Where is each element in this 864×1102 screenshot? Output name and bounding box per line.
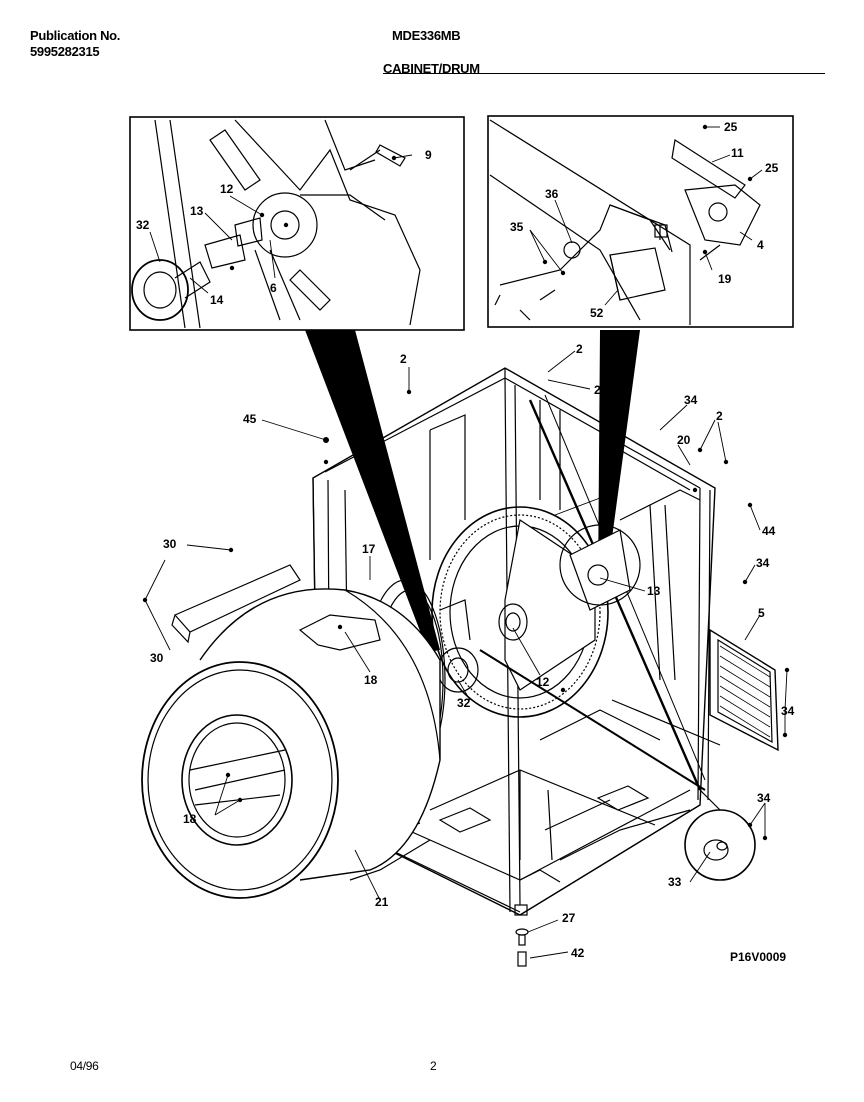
- header-rule: [383, 73, 825, 74]
- callout-2a: 2: [400, 352, 407, 366]
- callout-11: 11: [731, 146, 744, 160]
- leveling-leg: [515, 928, 529, 967]
- callout-25: 25: [724, 120, 738, 134]
- callout-2b: 2: [576, 342, 583, 356]
- callout-14: 14: [210, 293, 224, 307]
- callout-21: 21: [375, 895, 389, 909]
- callout-13b: 13: [647, 584, 661, 598]
- callout-34c: 34: [781, 704, 795, 718]
- callout-34b: 34: [756, 556, 770, 570]
- callout-27: 27: [562, 911, 576, 925]
- callout-2c: 2: [716, 409, 723, 423]
- callout-32: 32: [136, 218, 150, 232]
- callout-6: 9: [425, 148, 432, 162]
- publication-label: Publication No.: [30, 28, 121, 43]
- callout-12: 12: [220, 182, 234, 196]
- idler-bracket: [559, 489, 701, 611]
- inset-drum-bearing: [129, 116, 465, 331]
- callout-52: 52: [590, 306, 604, 320]
- callout-18b: 18: [183, 812, 197, 826]
- part-callouts: 9 12 13 32 14 6 25 11 25 4 19 36 35 52 2…: [136, 120, 795, 964]
- magnifier-circle: [684, 789, 756, 881]
- publication-number: 5995282315: [30, 44, 100, 59]
- callout-18a: 18: [364, 673, 378, 687]
- callout-34d: 34: [757, 791, 771, 805]
- callout-45: 45: [243, 412, 257, 426]
- figure-code: P16V0009: [730, 950, 786, 964]
- inset-rear-bracket: [487, 115, 794, 328]
- callout-33: 33: [668, 875, 682, 889]
- callout-4: 4: [757, 238, 764, 252]
- page-number: 2: [430, 1059, 437, 1073]
- rear-panel: [709, 628, 779, 752]
- drum: [141, 588, 441, 899]
- model-number: MDE336MB: [392, 28, 461, 43]
- front-rail: [171, 564, 301, 644]
- callout-36: 36: [545, 187, 559, 201]
- callout-32b: 32: [457, 696, 471, 710]
- callout-12b: 12: [536, 675, 550, 689]
- callout-5: 6: [270, 281, 277, 295]
- callout-42: 44: [762, 524, 776, 538]
- revision-date: 04/96: [70, 1059, 99, 1073]
- callout-20a: 20: [594, 383, 608, 397]
- callout-13: 13: [190, 204, 204, 218]
- callout-25b: 25: [765, 161, 779, 175]
- callout-15: 15: [599, 489, 613, 503]
- callout-44: 42: [571, 946, 585, 960]
- callout-30: 30: [150, 651, 164, 665]
- rear-bulkhead: [431, 506, 609, 718]
- callout-29: 30: [163, 537, 177, 551]
- callout-9: 5: [758, 606, 765, 620]
- callout-20b: 20: [677, 433, 691, 447]
- callout-17: 17: [362, 542, 376, 556]
- callout-35: 35: [510, 220, 524, 234]
- callout-19: 19: [718, 272, 732, 286]
- section-title: CABINET/DRUM: [383, 61, 480, 76]
- callout-34a: 34: [684, 393, 698, 407]
